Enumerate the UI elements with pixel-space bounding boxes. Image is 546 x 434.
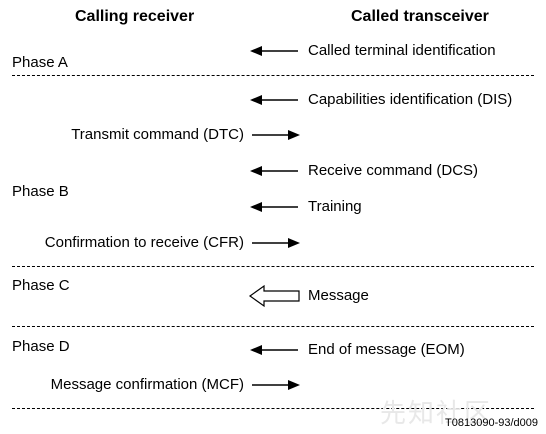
receive-command-label: Receive command (DCS) — [308, 162, 479, 179]
phase-divider-cd — [12, 326, 534, 327]
phase-divider-end — [12, 408, 534, 409]
arrow-left-training — [250, 202, 298, 212]
arrow-left-capabilities-id — [250, 95, 298, 105]
message-label: Message — [308, 287, 369, 304]
end-of-message-label: End of message (EOM) — [308, 341, 465, 358]
phase-divider-bc — [12, 266, 534, 267]
arrow-left-hollow-message — [248, 284, 300, 308]
watermark: 先知社区 — [380, 398, 493, 428]
arrow-right-confirmation-to-receive — [252, 238, 300, 248]
transmit-command-label: Transmit command (DTC) — [71, 126, 244, 143]
calling-receiver-header: Calling receiver — [75, 8, 195, 25]
arrow-left-end-of-message — [250, 345, 298, 355]
capabilities-id-label: Capabilities identification (DIS) — [308, 91, 513, 108]
called-terminal-id-label: Called terminal identification — [308, 42, 496, 59]
arrow-left-called-terminal-id — [250, 46, 298, 56]
phase-a-label: Phase A — [12, 54, 68, 71]
called-transceiver-header: Called transceiver — [351, 8, 489, 25]
arrow-right-message-confirmation — [252, 380, 300, 390]
training-label: Training — [308, 198, 362, 215]
phase-b-label: Phase B — [12, 183, 69, 200]
figure-code: T0813090-93/d009 — [445, 417, 538, 429]
phase-d-label: Phase D — [12, 338, 70, 355]
confirmation-to-receive-label: Confirmation to receive (CFR) — [44, 234, 244, 251]
message-confirmation-label: Message confirmation (MCF) — [50, 376, 244, 393]
phase-divider-ab — [12, 75, 534, 76]
arrow-left-receive-command — [250, 166, 298, 176]
phase-c-label: Phase C — [12, 277, 70, 294]
arrow-right-transmit-command — [252, 130, 300, 140]
